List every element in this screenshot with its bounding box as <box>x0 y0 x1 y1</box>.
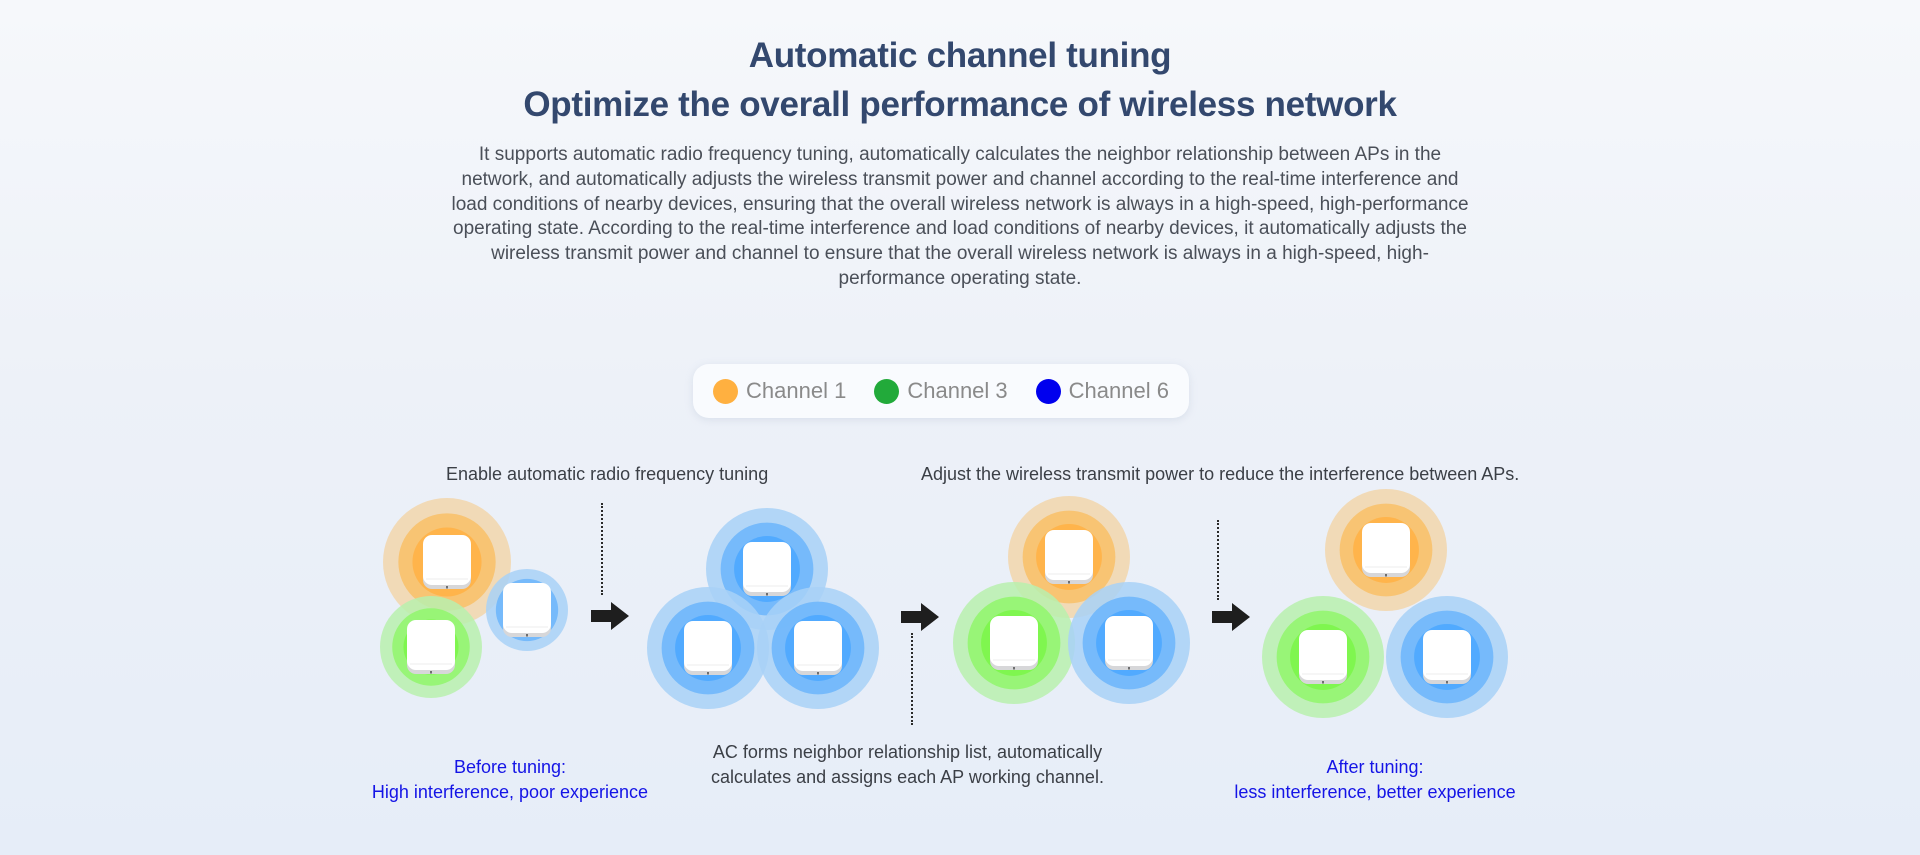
after-tuning-detail: less interference, better experience <box>1234 781 1516 802</box>
access-point-channel-3 <box>380 596 482 698</box>
signal-coverage <box>1262 596 1384 718</box>
access-point-device-icon <box>1299 630 1347 684</box>
signal-coverage <box>647 587 769 709</box>
access-point-channel-3 <box>1262 596 1384 718</box>
access-point-device-icon <box>1045 530 1093 584</box>
access-point-device-icon <box>503 583 551 637</box>
legend-label: Channel 3 <box>907 378 1008 403</box>
feature-description: It supports automatic radio frequency tu… <box>451 144 1469 289</box>
access-point-device-icon <box>684 621 732 675</box>
access-point-channel-6 <box>757 587 879 709</box>
enable-tuning-caption: Enable automatic radio frequency tuning <box>446 464 769 484</box>
access-point-channel-3 <box>953 582 1075 704</box>
access-point-channel-6 <box>1068 582 1190 704</box>
page-subtitle: Optimize the overall performance of wire… <box>523 85 1397 124</box>
after-tuning-title: After tuning: <box>1326 757 1424 777</box>
access-point-device-icon <box>423 535 471 589</box>
access-point-device-icon <box>1105 616 1153 670</box>
signal-coverage <box>1386 596 1508 718</box>
page-title: Automatic channel tuning <box>748 36 1172 75</box>
signal-coverage <box>953 582 1075 704</box>
right-arrow-icon <box>901 603 939 631</box>
before-tuning-title: Before tuning: <box>453 757 567 777</box>
before-tuning-detail: High interference, poor experience <box>371 781 649 802</box>
access-point-channel-1 <box>383 498 511 626</box>
legend-item-channel-1: Channel 1 <box>713 378 846 404</box>
access-point-channel-6 <box>647 587 769 709</box>
right-arrow-icon <box>591 602 629 630</box>
signal-coverage <box>1068 582 1190 704</box>
signal-coverage <box>380 596 482 698</box>
legend-label: Channel 1 <box>746 378 847 403</box>
signal-coverage <box>383 498 511 626</box>
before-tuning-caption: Before tuning: High interference, poor e… <box>320 755 700 804</box>
after-tuning-caption: After tuning: less interference, better … <box>1185 755 1565 804</box>
access-point-device-icon <box>794 621 842 675</box>
access-point-device-icon <box>990 616 1038 670</box>
connector-dotted-line <box>601 503 603 595</box>
ac-caption-line-2: calculates and assigns each AP working c… <box>711 766 1104 787</box>
access-point-device-icon <box>743 542 791 596</box>
signal-coverage <box>757 587 879 709</box>
access-point-channel-6 <box>1386 596 1508 718</box>
connector-dotted-line <box>911 633 913 725</box>
channel-6-dot-icon <box>1035 378 1061 404</box>
access-point-device-icon <box>407 620 455 674</box>
signal-coverage <box>1325 489 1447 611</box>
access-point-device-icon <box>1423 630 1471 684</box>
ac-caption-line-1: AC forms neighbor relationship list, aut… <box>712 742 1103 762</box>
connector-dotted-line <box>1217 520 1219 600</box>
adjust-power-caption: Adjust the wireless transmit power to re… <box>921 464 1520 484</box>
access-point-channel-6 <box>486 569 568 651</box>
signal-coverage <box>486 569 568 651</box>
legend-label: Channel 6 <box>1068 378 1169 403</box>
right-arrow-icon <box>1212 603 1250 631</box>
legend-item-channel-3: Channel 3 <box>874 378 1008 404</box>
legend-item-channel-6: Channel 6 <box>1035 378 1169 404</box>
access-point-device-icon <box>1362 523 1410 577</box>
ac-assignment-caption: AC forms neighbor relationship list, aut… <box>650 740 1165 789</box>
channel-legend: Channel 1 Channel 3 Channel 6 <box>693 364 1189 418</box>
channel-1-dot-icon <box>713 378 739 404</box>
channel-3-dot-icon <box>874 378 900 404</box>
access-point-channel-1 <box>1325 489 1447 611</box>
